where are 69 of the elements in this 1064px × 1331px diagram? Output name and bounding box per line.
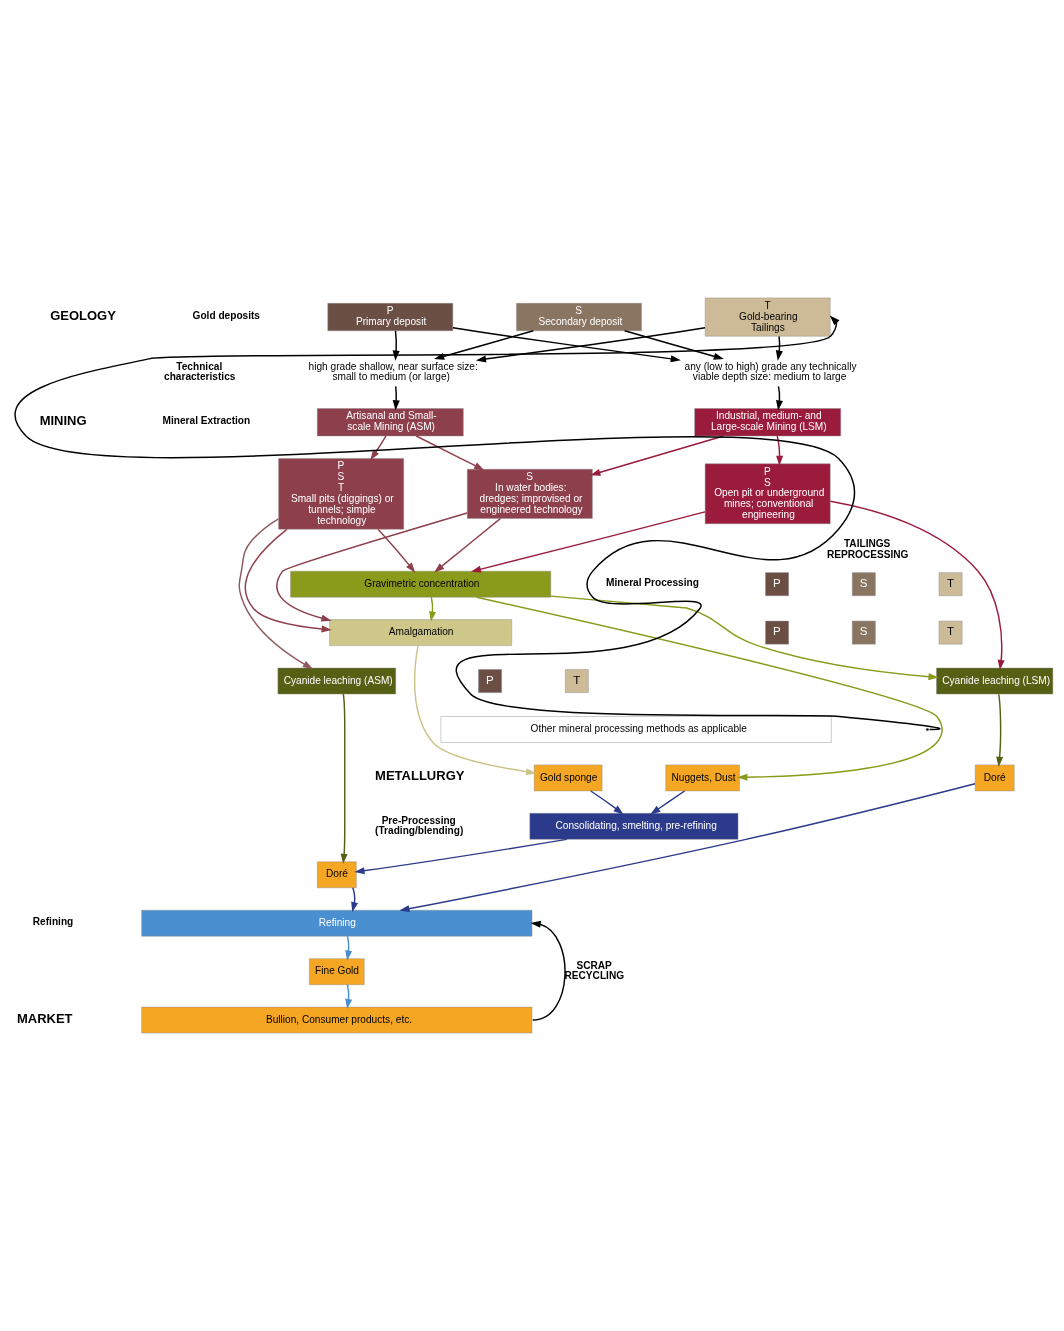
- node-box: Gravimetric concentration: [290, 570, 551, 598]
- node-box: T: [565, 669, 589, 693]
- label: METALLURGY: [375, 768, 465, 784]
- arrow: [276, 512, 468, 622]
- node-box: Artisanal and Small-scale Mining (ASM): [317, 408, 464, 437]
- arrow: [452, 327, 681, 363]
- label: MINING: [39, 412, 87, 428]
- node-box: T: [938, 572, 963, 596]
- arrow: [530, 920, 566, 1021]
- node-text: any (low to high) grade any technically viable depth size: medium to large: [684, 360, 857, 383]
- node-box: T Gold-bearing Tailings: [704, 297, 831, 337]
- arrow: [14, 315, 941, 731]
- arrow: [996, 693, 1004, 767]
- arrow: [413, 645, 537, 776]
- label: Mineral Extraction: [162, 415, 251, 427]
- node-text: high grade shallow, near surface size: small to medium (or large): [308, 360, 478, 383]
- arrow: [340, 693, 348, 864]
- label: Mineral Processing: [606, 577, 699, 589]
- node-box: Amalgamation: [329, 619, 512, 646]
- label: Technical characteristics: [164, 360, 236, 382]
- arrow: [590, 790, 624, 815]
- arrow: [776, 435, 784, 466]
- arrow: [244, 528, 332, 633]
- arrow: [415, 435, 485, 471]
- arrow: [370, 435, 387, 461]
- arrow: [829, 500, 1005, 671]
- node-box: S: [852, 572, 876, 596]
- label: Gold deposits: [192, 310, 260, 321]
- arrow: [392, 385, 400, 411]
- label: GEOLOGY: [50, 307, 116, 323]
- node-box: Consolidating, smelting, pre-refining: [529, 813, 739, 840]
- arrow: [470, 511, 706, 573]
- node-box: Doré: [974, 764, 1015, 792]
- node-box: Industrial, medium- and Large-scale Mining (LSM): [694, 408, 841, 437]
- node-box: Cyanide leaching (ASM): [277, 667, 396, 695]
- node-box: P Primary deposit: [327, 303, 454, 331]
- node-box: P S T Small pits (diggings) or tunnels; simple technology: [278, 458, 404, 530]
- node-box: Fine Gold: [309, 958, 365, 985]
- edge-label: TAILINGS REPROCESSING: [826, 538, 909, 560]
- node-box: P: [478, 669, 502, 693]
- node-box: Other mineral processing methods as applicable: [440, 716, 832, 743]
- node-box: P: [765, 572, 789, 596]
- node-box: Doré: [317, 861, 357, 888]
- node-box: P S Open pit or underground mines; conventional engineering: [704, 463, 831, 525]
- arrow: [434, 330, 535, 360]
- arrow: [475, 327, 706, 363]
- node-box: Bullion, Consumer products, etc.: [141, 1006, 533, 1034]
- arrow: [354, 838, 568, 875]
- label: Refining: [32, 916, 74, 928]
- label: MARKET: [16, 1010, 73, 1026]
- node-box: Cyanide leaching (LSM): [936, 667, 1054, 695]
- node-box: P: [765, 620, 789, 645]
- node-box: S In water bodies: dredges; improvised or engineered technology: [467, 469, 593, 519]
- node-box: S: [852, 620, 876, 645]
- arrow: [377, 528, 416, 573]
- node-box: T: [938, 620, 963, 645]
- arrow: [399, 782, 976, 913]
- arrow: [238, 518, 313, 670]
- arrow: [623, 330, 724, 360]
- label: Pre-Processing (Trading/blending): [375, 814, 464, 836]
- node-box: Refining: [141, 910, 533, 937]
- node-box: S Secondary deposit: [516, 303, 642, 331]
- arrow: [434, 517, 501, 573]
- node-box: Gold sponge: [533, 764, 603, 792]
- arrow: [475, 596, 944, 781]
- node-box: Nuggets, Dust: [665, 764, 740, 792]
- edge-label: SCRAP RECYCLING: [564, 959, 625, 982]
- arrow: [650, 790, 686, 815]
- arrow: [550, 595, 939, 681]
